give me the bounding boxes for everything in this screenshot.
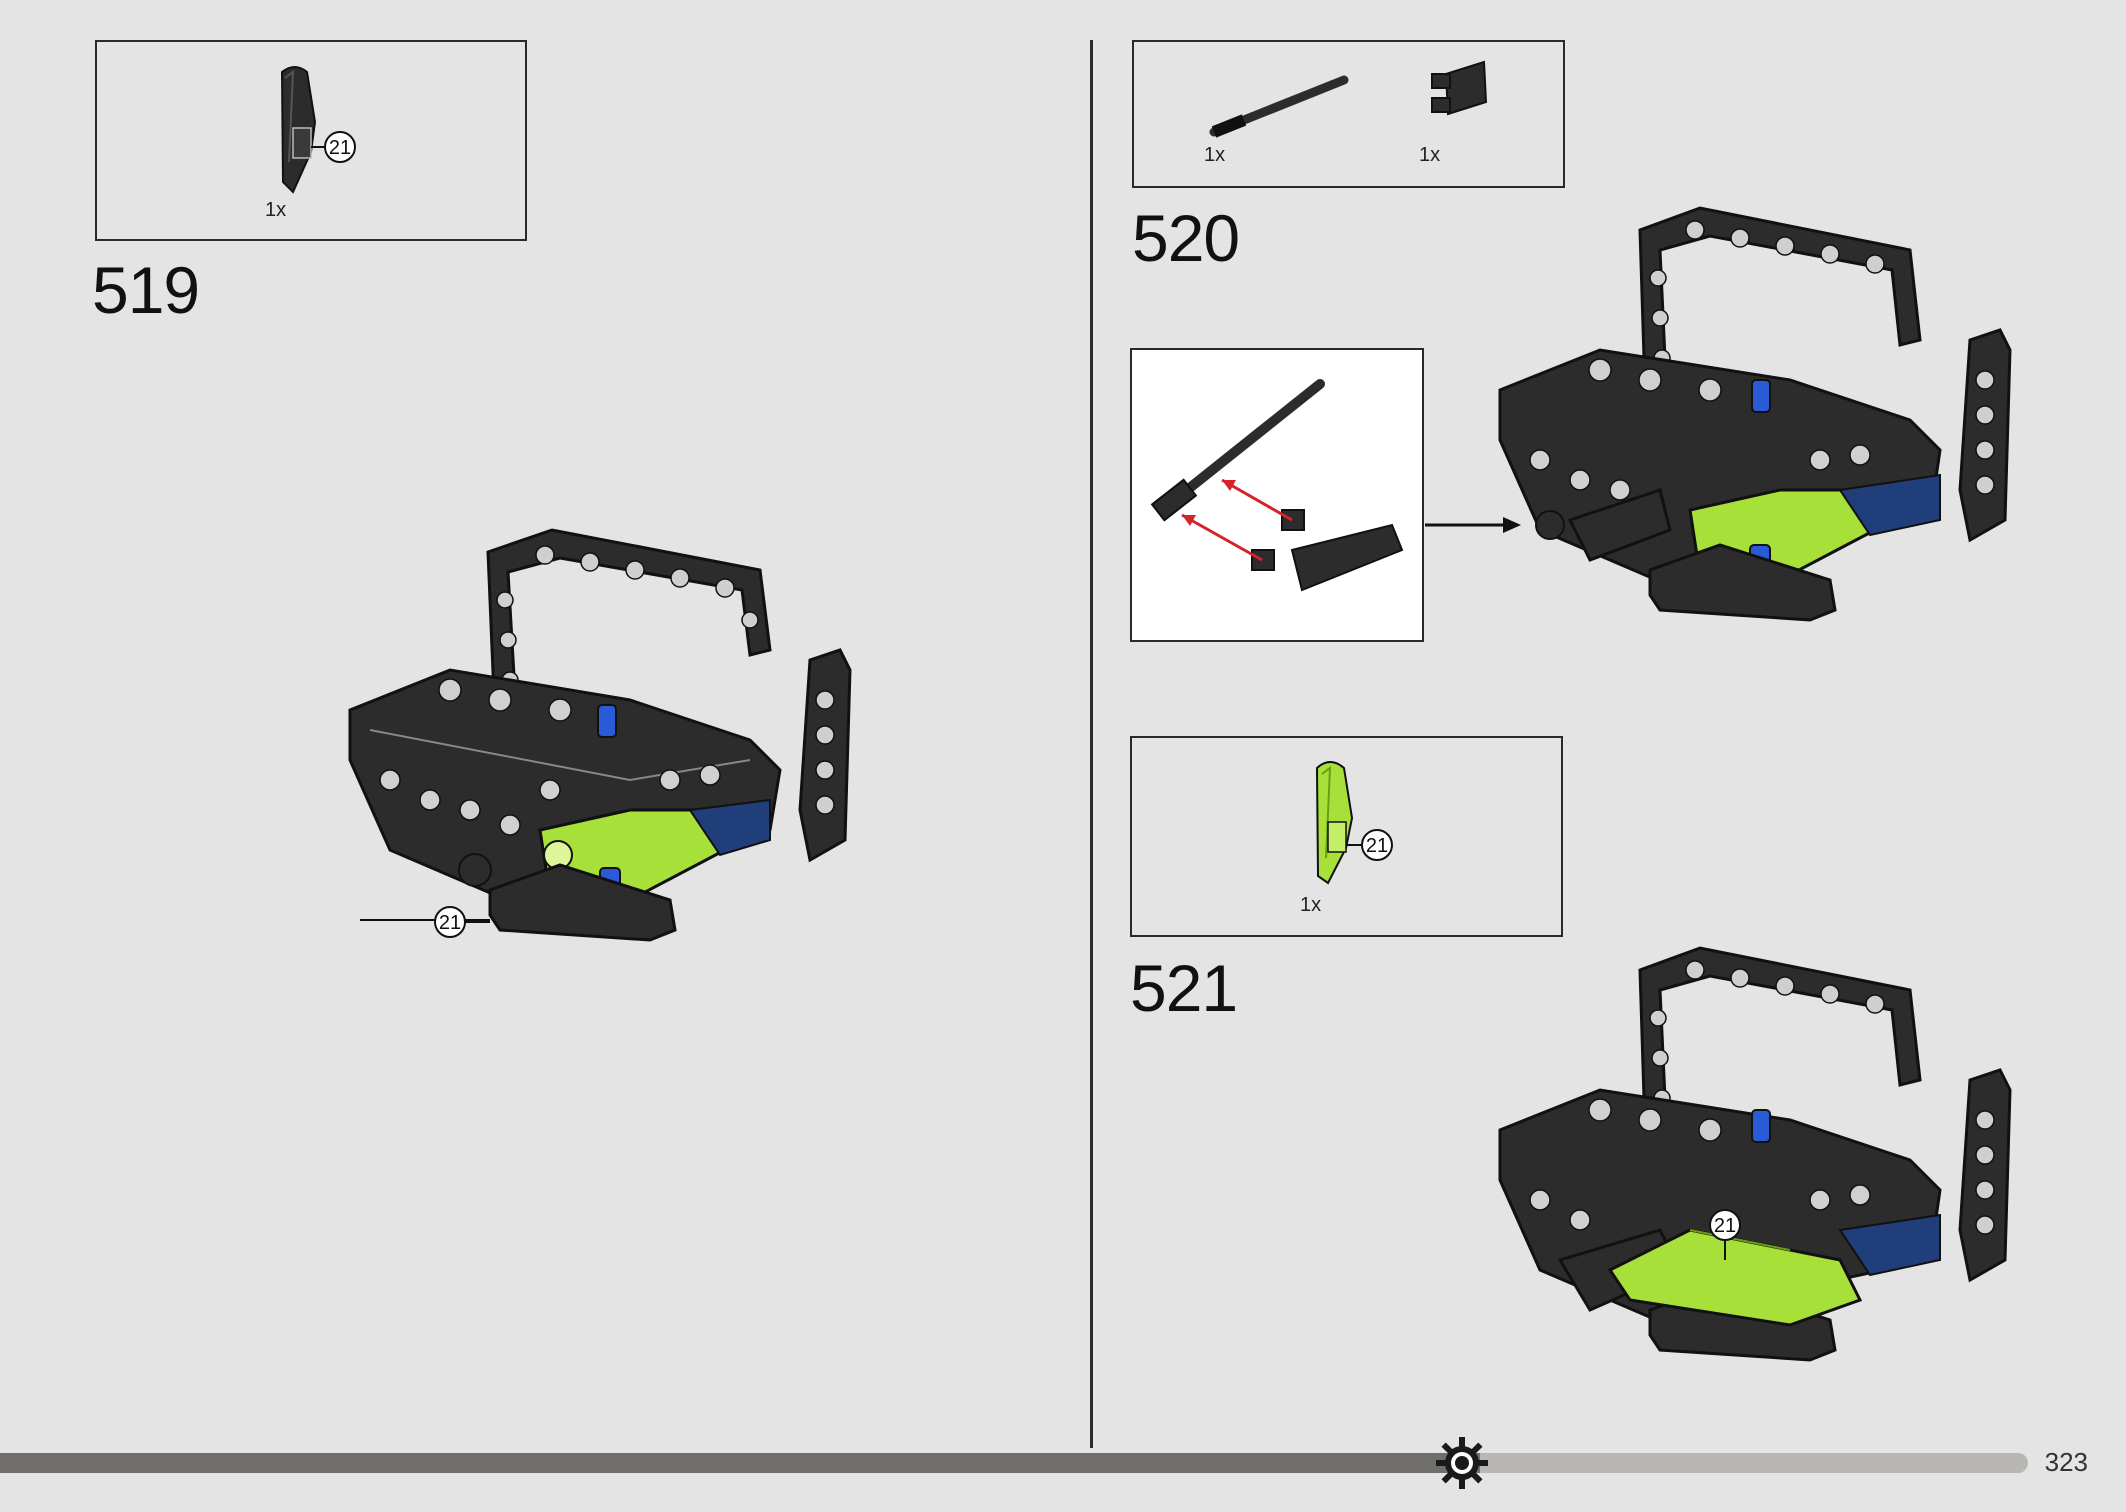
step-521-parts-box: 21 1x <box>1130 736 1563 937</box>
lime-curved-panel-icon: 21 <box>1315 761 1393 885</box>
gear-icon <box>1436 1437 1488 1489</box>
build-progress-fill <box>0 1453 1481 1473</box>
callout-arrow <box>1425 517 1521 533</box>
part-quantity: 1x <box>265 199 287 221</box>
black-curved-panel-icon: 21 <box>280 66 356 194</box>
part-quantity: 1x <box>1419 144 1441 166</box>
step-520-parts-box: 1x 1x <box>1132 40 1565 188</box>
build-progress-bar <box>0 1453 2028 1473</box>
step-number: 520 <box>1132 201 1240 275</box>
axle-into-flag-detail <box>1150 379 1404 592</box>
callout-color-ref: 21 <box>434 906 490 938</box>
step-520-assembly-illustration <box>1498 206 2012 622</box>
callout-color-ref: 21 <box>1709 1209 1741 1260</box>
callout-label: 21 <box>439 912 461 934</box>
part-quantity: 1x <box>1204 144 1226 166</box>
step-number: 521 <box>1130 951 1238 1025</box>
color-ref-label: 21 <box>329 137 351 159</box>
page-divider <box>1090 40 1093 1448</box>
step-521-assembly-illustration <box>1498 946 2012 1362</box>
page-number: 323 <box>2044 1447 2088 1477</box>
sub-assembly-callout <box>1130 348 1424 642</box>
step-number: 519 <box>92 253 200 327</box>
black-flag-tile-icon <box>1431 60 1488 116</box>
part-quantity: 1x <box>1300 894 1322 916</box>
black-axle-icon <box>1209 75 1349 138</box>
color-ref-label: 21 <box>1366 835 1388 857</box>
step-519-assembly-illustration <box>348 528 852 942</box>
callout-label: 21 <box>1714 1215 1736 1237</box>
step-519-parts-box: 21 1x <box>95 40 527 241</box>
